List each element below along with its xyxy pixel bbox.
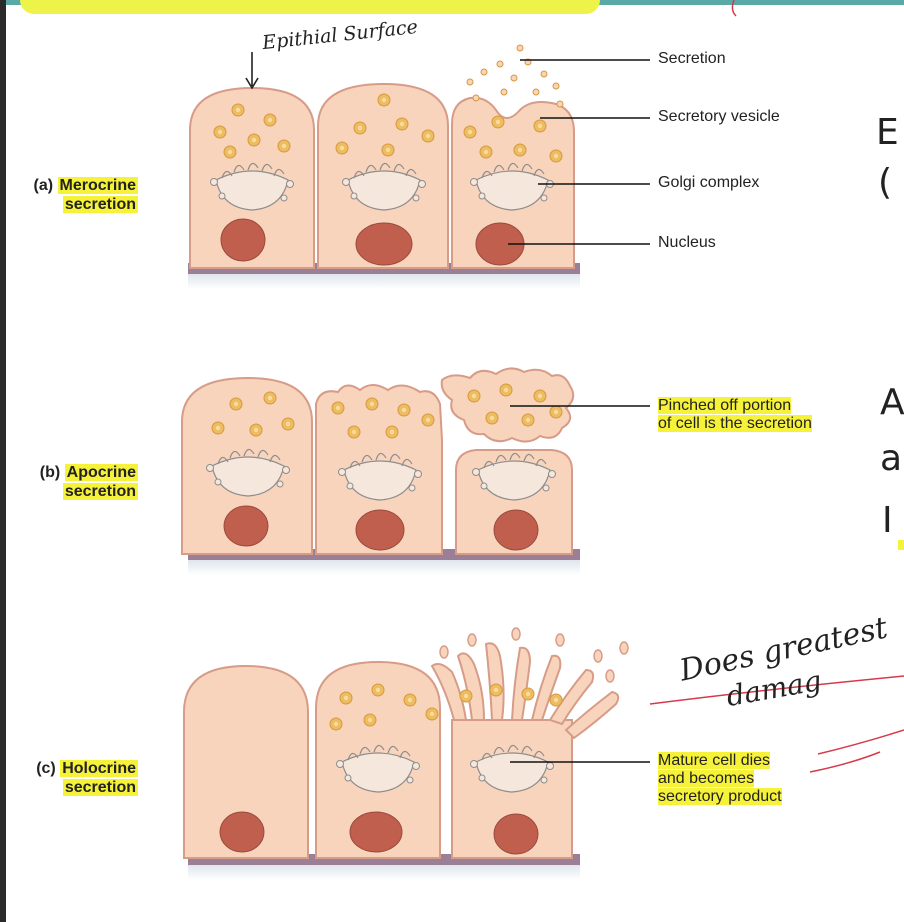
cropped-text-fragment: A [880, 382, 904, 423]
callout-leaders [508, 59, 650, 763]
panel-c-label: (c) Holocrine secretion [20, 759, 138, 797]
panel-b-suffix: secretion [62, 483, 138, 500]
pinched-off-portion [440, 367, 575, 443]
cell [183, 664, 309, 859]
callout-golgi-complex: Golgi complex [658, 174, 760, 191]
panel-a-merocrine [188, 44, 580, 289]
callout-pinched-off: Pinched off portion of cell is the secre… [658, 397, 812, 432]
panel-c-suffix: secretion [62, 779, 138, 796]
highlight-fragment [898, 540, 904, 550]
panel-a-prefix: (a) [33, 177, 54, 194]
handwritten-red-marks [649, 0, 904, 773]
nucleus [493, 509, 539, 551]
callout-nucleus: Nucleus [658, 234, 716, 251]
secretion-droplets [439, 627, 629, 683]
panel-a-suffix: secretion [62, 196, 138, 213]
nucleus [355, 222, 413, 266]
nucleus [355, 509, 405, 551]
nucleus [219, 811, 265, 853]
panel-c-prefix: (c) [36, 760, 56, 777]
callout-mature-cell: Mature cell dies and becomes secretory p… [658, 752, 782, 805]
cropped-text-fragment: I [882, 500, 893, 541]
panel-c-holocrine [183, 627, 629, 880]
nucleus [493, 813, 539, 855]
left-frame-bar [0, 0, 6, 922]
cropped-text-fragment: ( [878, 162, 893, 203]
nucleus [349, 811, 403, 853]
callout-secretory-vesicle: Secretory vesicle [658, 108, 780, 125]
cropped-text-fragment: E [876, 112, 899, 153]
panel-a-label: (a) Merocrine secretion [20, 176, 138, 214]
panel-c-name: Holocrine [60, 760, 138, 777]
panel-a-name: Merocrine [57, 177, 138, 194]
panel-b-label: (b) Apocrine secretion [20, 463, 138, 501]
down-arrow-icon [245, 52, 259, 90]
nucleus [220, 218, 266, 262]
panel-b-name: Apocrine [64, 464, 138, 481]
nucleus [223, 505, 269, 547]
panel-b-apocrine [181, 367, 580, 575]
callout-secretion: Secretion [658, 50, 726, 67]
panel-b-prefix: (b) [39, 464, 61, 481]
top-highlight-mark [20, 0, 600, 14]
secretion-particles [466, 44, 564, 108]
cropped-text-fragment: a [880, 438, 903, 479]
basement-membrane [188, 854, 580, 865]
